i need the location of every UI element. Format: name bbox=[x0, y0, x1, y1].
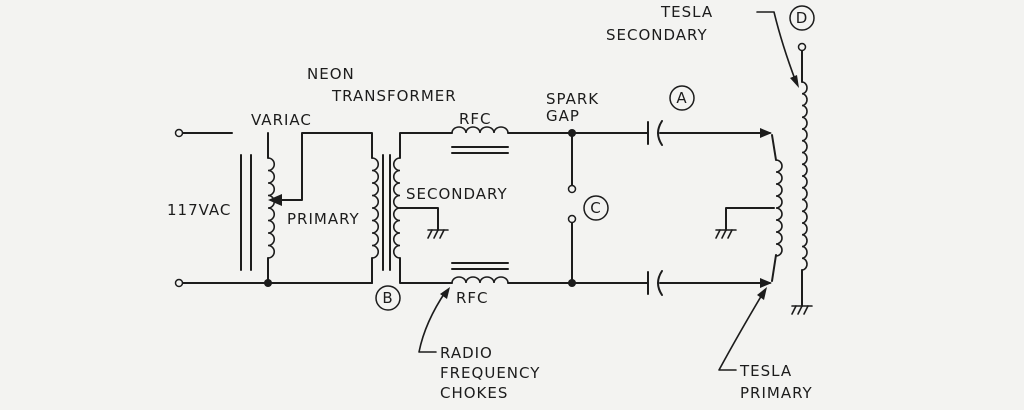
svg-text:D: D bbox=[796, 9, 809, 27]
label-tesla-secondary-1: TESLA bbox=[660, 3, 713, 21]
label-frequency: FREQUENCY bbox=[440, 364, 540, 382]
svg-text:C: C bbox=[590, 199, 601, 217]
label-primary: PRIMARY bbox=[287, 210, 360, 228]
tesla-secondary-coil bbox=[801, 81, 808, 271]
neon-transformer bbox=[371, 154, 401, 271]
terminals bbox=[174, 42, 807, 288]
marker-c: C bbox=[583, 195, 609, 221]
label-radio: RADIO bbox=[440, 344, 493, 362]
svg-text:B: B bbox=[382, 289, 393, 307]
labels: NEON TRANSFORMER VARIAC 117VAC PRIMARY S… bbox=[167, 3, 813, 402]
svg-text:A: A bbox=[676, 89, 687, 107]
label-rfc-top: RFC bbox=[459, 110, 492, 128]
ground-icon bbox=[791, 305, 813, 315]
label-tesla-primary-1: TESLA bbox=[739, 362, 792, 380]
ground-icon bbox=[715, 229, 737, 239]
label-secondary: SECONDARY bbox=[406, 185, 508, 203]
label-tesla-primary-2: PRIMARY bbox=[740, 384, 813, 402]
label-spark: SPARK bbox=[546, 90, 599, 108]
leader-lines bbox=[418, 11, 799, 371]
label-117vac: 117VAC bbox=[167, 201, 231, 219]
label-neon: NEON bbox=[307, 65, 355, 83]
ground-icon bbox=[427, 229, 449, 239]
variac bbox=[240, 154, 282, 271]
marker-a: A bbox=[669, 85, 695, 111]
junction-dots bbox=[264, 129, 576, 287]
marker-d: D bbox=[789, 5, 815, 31]
label-transformer: TRANSFORMER bbox=[331, 87, 457, 105]
capacitor-top bbox=[647, 120, 663, 146]
label-variac: VARIAC bbox=[251, 111, 312, 129]
label-gap: GAP bbox=[546, 107, 580, 125]
rfc-top bbox=[451, 126, 509, 154]
label-chokes: CHOKES bbox=[440, 384, 508, 402]
label-tesla-secondary-2: SECONDARY bbox=[606, 26, 708, 44]
tesla-primary-coil bbox=[760, 128, 783, 288]
label-rfc-bottom: RFC bbox=[456, 289, 489, 307]
capacitor-bottom bbox=[647, 270, 663, 296]
rfc-bottom bbox=[451, 262, 509, 284]
wiring bbox=[182, 49, 803, 307]
marker-b: B bbox=[375, 285, 401, 311]
